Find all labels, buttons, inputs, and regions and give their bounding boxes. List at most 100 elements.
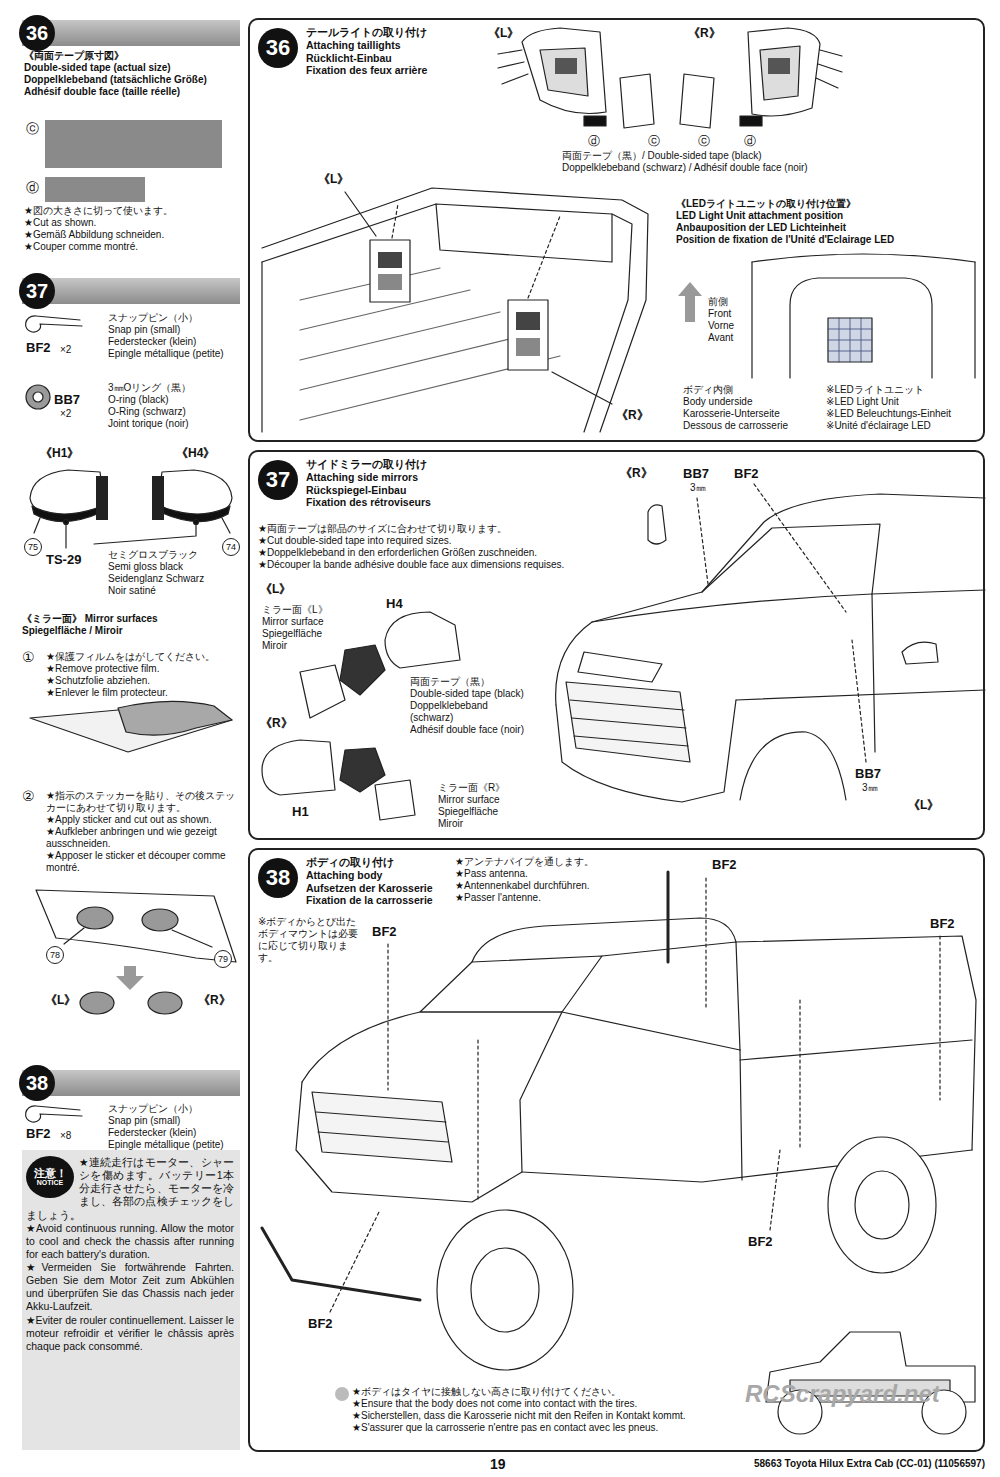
instruction-text: Federstecker (klein) <box>108 1127 240 1139</box>
step-number-badge: 38 <box>19 1065 55 1101</box>
part-code: TS-29 <box>46 552 81 568</box>
instruction-text: ★Schutzfolie abziehen. <box>46 675 240 687</box>
step-title: ボディの取り付け <box>306 856 433 869</box>
instruction-text: ※LEDライトユニット <box>826 384 976 396</box>
instruction-text: ★Apply sticker and cut out as shown. <box>46 814 240 826</box>
part-code: BF2 <box>308 1316 333 1332</box>
text-column: ★連続走行はモーター、シャーシを傷めます。バッテリー1本分走行させたら、モーター… <box>26 1156 234 1353</box>
part-code: BB7 <box>855 766 881 782</box>
step-title: テールライトの取り付け <box>306 26 427 39</box>
instruction-text: Federstecker (klein) <box>108 336 240 348</box>
instruction-text: ミラー面《L》 <box>262 604 372 616</box>
part-code: BF2 <box>712 857 737 873</box>
text-group: スナップピン（小）Snap pin (small)Federstecker (k… <box>108 1103 240 1151</box>
instruction-text: ★Passer l'antenne. <box>455 892 655 904</box>
side-marker: 《L》 <box>260 582 291 596</box>
step-number: 38 <box>266 865 290 891</box>
instruction-text: 3㎜ <box>862 782 878 794</box>
side-marker: 《L》 <box>318 172 349 186</box>
instruction-text: セミグロスブラック <box>108 549 240 561</box>
instruction-text: Adhésif double face (noir) <box>410 724 525 736</box>
instruction-text: ★両面テープは部品のサイズに合わせて切り取ります。 <box>258 523 598 535</box>
instruction-text: Doppelklebeband (schwarz) / Adhésif doub… <box>562 162 862 174</box>
instruction-text: ⓒ <box>648 134 660 148</box>
instruction-text: 《両面テープ原寸図》 <box>24 50 239 62</box>
notice-box: 注意！NOTICE★連続走行はモーター、シャーシを傷めます。バッテリー1本分走行… <box>22 1150 240 1450</box>
step-header-bar: 37 <box>22 278 240 304</box>
instruction-text: Avant <box>708 332 750 344</box>
part-code: BF2 <box>748 1234 773 1250</box>
part-code: BF2 <box>26 1126 51 1142</box>
instruction-text: Semi gloss black <box>108 561 240 573</box>
instruction-text: ⓒ <box>698 134 710 148</box>
notice-text: ★Vermeiden Sie fortwährende Fahrten. Geb… <box>26 1261 234 1314</box>
instruction-text: Doppelklebeband (tatsächliche Größe) <box>24 74 239 86</box>
instruction-text: 前側 <box>708 296 750 308</box>
instruction-text: ⓒ <box>26 121 39 137</box>
callout-number: 75 <box>24 538 42 556</box>
part-code: BB7 <box>54 392 80 408</box>
text-group: ミラー面《L》Mirror surfaceSpiegelflächeMiroir <box>262 604 372 652</box>
step-number-badge: 37 <box>19 273 55 309</box>
instruction-text: Epingle métallique (petite) <box>108 1139 240 1151</box>
instruction-text: ★Sicherstellen, dass die Karosserie nich… <box>352 1410 732 1422</box>
instruction-text: ★Découper la bande adhésive double face … <box>258 559 598 571</box>
instruction-text: Spiegelfläche / Miroir <box>22 625 240 637</box>
side-marker: 《R》 <box>620 466 653 480</box>
text-column: サイドミラーの取り付けAttaching side mirrorsRückspi… <box>306 458 431 509</box>
text-group: 3㎜Oリング（黒）O-ring (black)O-Ring (schwarz)J… <box>108 382 240 430</box>
instruction-text: Snap pin (small) <box>108 324 240 336</box>
text-group: セミグロスブラックSemi gloss blackSeidenglanz Sch… <box>108 549 240 597</box>
notice-badge-text: 注意！ <box>34 1167 67 1179</box>
text-group: ※LEDライトユニット※LED Light Unit※LED Beleuchtu… <box>826 384 976 432</box>
instruction-text: ★指示のステッカーを貼り、その後ステッカーにあわせて切り取ります。 <box>46 790 240 814</box>
text-group: 前側FrontVorneAvant <box>708 296 750 344</box>
instruction-text: Miroir <box>262 640 372 652</box>
instruction-text: ⓓ <box>588 134 600 148</box>
part-code: BF2 <box>26 340 51 356</box>
page-number: 19 <box>490 1456 506 1473</box>
text-group: 《ミラー面》 Mirror surfacesSpiegelfläche / Mi… <box>22 613 240 637</box>
instruction-text: Dessous de carrosserie <box>683 420 818 432</box>
side-marker: 《L》 <box>45 993 76 1007</box>
part-code: BF2 <box>734 466 759 482</box>
notice-badge: 注意！NOTICE <box>26 1156 74 1198</box>
instruction-text: 両面テープ（黒）/ Double-sided tape (black) <box>562 150 862 162</box>
step-number: 36 <box>266 35 290 61</box>
instruction-text: Position de fixation de l'Unité d'Eclair… <box>676 234 976 246</box>
instruction-text: ★Pass antenna. <box>455 868 655 880</box>
step-panel: 37サイドミラーの取り付けAttaching side mirrorsRücks… <box>248 450 985 840</box>
instruction-text: 3㎜Oリング（黒） <box>108 382 240 394</box>
instruction-text: Karosserie-Unterseite <box>683 408 818 420</box>
instruction-text: ミラー面《R》 <box>438 782 548 794</box>
callout-number: 74 <box>222 538 240 556</box>
instruction-text: ★アンテナパイプを通します。 <box>455 856 655 868</box>
callout-number: 78 <box>46 946 64 964</box>
instruction-text: Body underside <box>683 396 818 408</box>
instruction-text: LED Light Unit attachment position <box>676 210 976 222</box>
instruction-text: ★Enlever le film protecteur. <box>46 687 240 699</box>
instruction-text: ※Unité d'éclairage LED <box>826 420 976 432</box>
instruction-text: Miroir <box>438 818 548 830</box>
step-number: 38 <box>26 1072 48 1095</box>
instruction-text: ★S'assurer que la carrosserie n'entre pa… <box>352 1422 732 1434</box>
instruction-text: ※LED Beleuchtungs-Einheit <box>826 408 976 420</box>
step-number-badge: 38 <box>258 858 298 898</box>
instruction-text: スナップピン（小） <box>108 1103 240 1115</box>
text-column: テールライトの取り付けAttaching taillightsRücklicht… <box>306 26 427 77</box>
side-marker: 《L》 <box>488 26 519 40</box>
text-group: 両面テープ（黒）/ Double-sided tape (black)Doppe… <box>562 150 862 174</box>
instruction-text: ×2 <box>60 344 71 356</box>
instruction-text: ×2 <box>60 408 71 420</box>
text-group: 両面テープ（黒）Double-sided tape (black)Doppelk… <box>410 676 525 736</box>
notice-text: ★Avoid continuous running. Allow the mot… <box>26 1222 234 1261</box>
instruction-text: 3㎜ <box>690 482 706 494</box>
instruction-text: Anbauposition der LED Lichteinheit <box>676 222 976 234</box>
step-number-badge: 36 <box>258 28 298 68</box>
instruction-text: Noir satiné <box>108 585 240 597</box>
text-group: ★指示のステッカーを貼り、その後ステッカーにあわせて切り取ります。★Apply … <box>46 790 240 874</box>
instruction-text: Front <box>708 308 750 320</box>
step-title: サイドミラーの取り付け <box>306 458 431 471</box>
text-group: スナップピン（小）Snap pin (small)Federstecker (k… <box>108 312 240 360</box>
instruction-text: Joint torique (noir) <box>108 418 240 430</box>
